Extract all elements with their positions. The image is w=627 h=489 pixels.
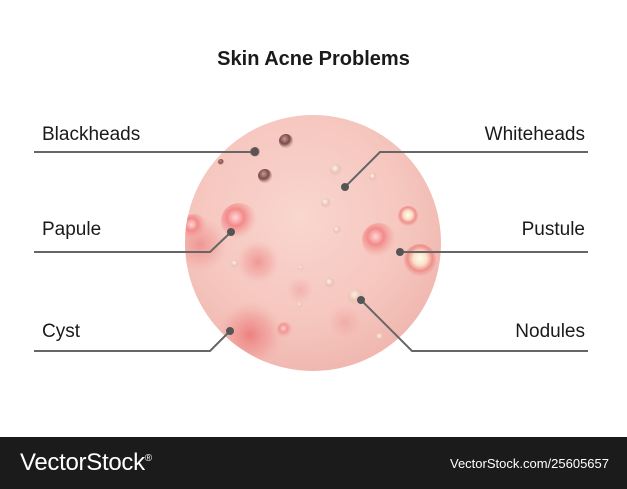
whitehead-3 (369, 173, 377, 181)
vectorstock-logo: VectorStock® (20, 449, 152, 477)
leader-dot-pustule (396, 248, 404, 256)
papule-left-edge (185, 214, 207, 240)
leader-line-cyst (34, 330, 231, 352)
label-cyst: Cyst (42, 321, 80, 342)
nodule-lesion (327, 304, 363, 340)
faint-blur (286, 276, 314, 304)
leader-dot-blackheads (251, 148, 259, 156)
label-whiteheads: Whiteheads (484, 124, 585, 145)
papule-small (277, 322, 293, 338)
leader-line-whiteheads (344, 151, 588, 188)
whitehead-4 (333, 226, 341, 234)
acne-diagram (34, 115, 588, 371)
pore-2 (297, 302, 303, 308)
blackhead-3 (258, 169, 272, 183)
watermark-footer: VectorStock® VectorStock.com/25605657 (0, 437, 627, 489)
label-papule: Papule (42, 219, 102, 240)
blackhead-4 (218, 159, 224, 165)
label-nodules: Nodules (515, 321, 585, 342)
blackhead-1 (279, 134, 293, 148)
label-blackheads: Blackheads (42, 124, 141, 145)
pore-1 (298, 265, 304, 271)
diagram-title: Skin Acne Problems (217, 48, 410, 70)
registered-mark: ® (144, 453, 152, 464)
leader-dot-whiteheads (341, 183, 349, 191)
leader-dot-cyst (226, 327, 234, 335)
whitehead-6 (231, 260, 239, 268)
pustule-lesion (404, 244, 436, 276)
whitehead-1 (330, 164, 342, 176)
leader-line-nodules (360, 299, 588, 352)
leader-dot-papule (227, 228, 235, 236)
whitehead-5 (325, 278, 335, 288)
pustule-small (398, 206, 418, 226)
label-pustule: Pustule (521, 219, 585, 240)
leader-dot-nodules (357, 296, 365, 304)
papule-lesion (221, 203, 257, 239)
whitehead-7 (376, 333, 384, 341)
brand-name: VectorStock (20, 449, 145, 476)
whitehead-2 (321, 198, 331, 208)
papule-right (362, 223, 396, 257)
nodule-blur (236, 240, 280, 284)
stock-id: VectorStock.com/25605657 (450, 456, 609, 471)
leader-line-papule (34, 231, 232, 253)
